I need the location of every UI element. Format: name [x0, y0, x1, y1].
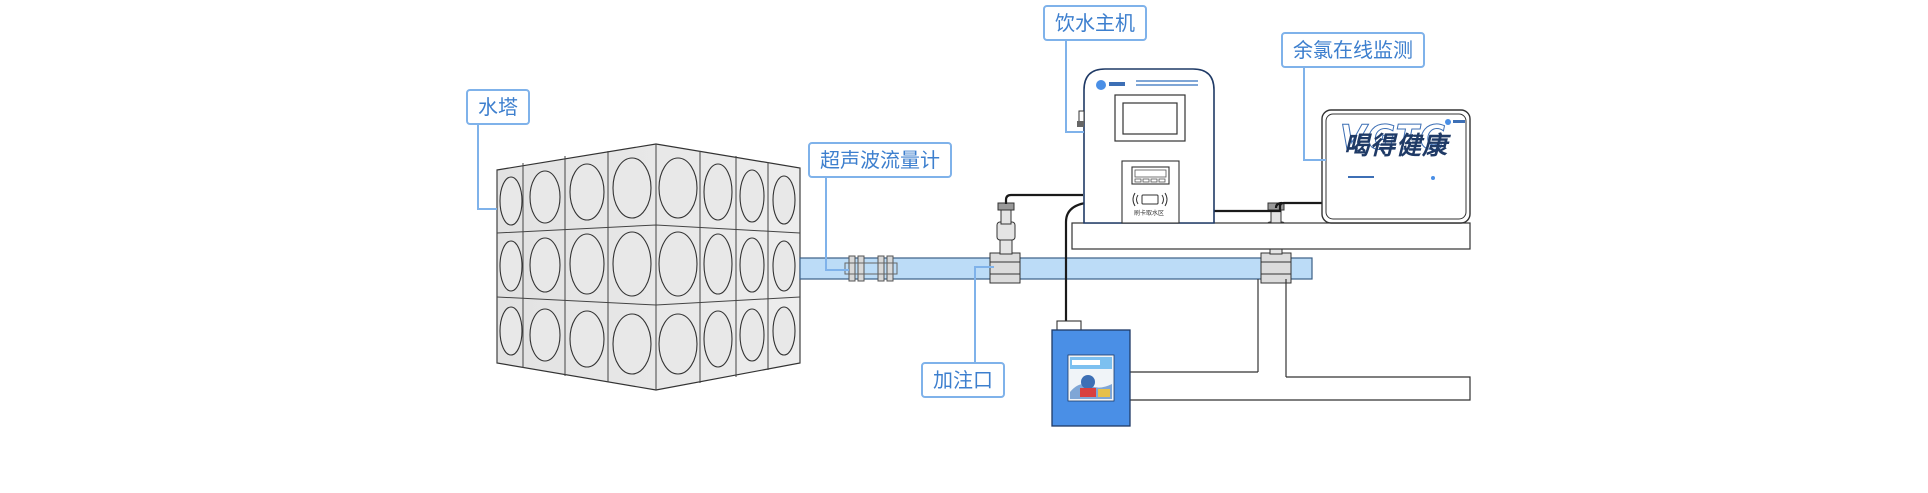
callout-water-tower: 水塔 [466, 89, 530, 125]
monitor-watermark: VGTC [1340, 118, 1446, 158]
chlorine-monitor [1321, 109, 1471, 224]
callout-dosing-port: 加注口 [921, 362, 1005, 398]
dosing-box [1051, 320, 1131, 427]
dosing-port-label: 加注口 [933, 368, 993, 392]
host-panel-text: 刷卡取水区 [1134, 210, 1165, 217]
main-pipe [799, 257, 1313, 280]
callout-chlorine-monitor: 余氯在线监测 [1281, 32, 1425, 68]
callout-drinking-host: 饮水主机 [1043, 5, 1147, 41]
valve-left [989, 202, 1021, 284]
callout-ultrasonic-flowmeter: 超声波流量计 [808, 142, 952, 178]
monitor-brand: 喝得健康 [1344, 131, 1449, 160]
chlorine-monitor-label: 余氯在线监测 [1293, 38, 1413, 62]
water-tower-label: 水塔 [478, 95, 518, 119]
flowmeter-clamps [844, 255, 898, 282]
water-tower-tank [496, 143, 801, 391]
drinking-host-label: 饮水主机 [1055, 11, 1135, 35]
drinking-host [1077, 68, 1215, 224]
device-shelf [1071, 222, 1471, 250]
ultrasonic-flowmeter-label: 超声波流量计 [820, 148, 940, 172]
dosing-lines [1128, 279, 1471, 401]
